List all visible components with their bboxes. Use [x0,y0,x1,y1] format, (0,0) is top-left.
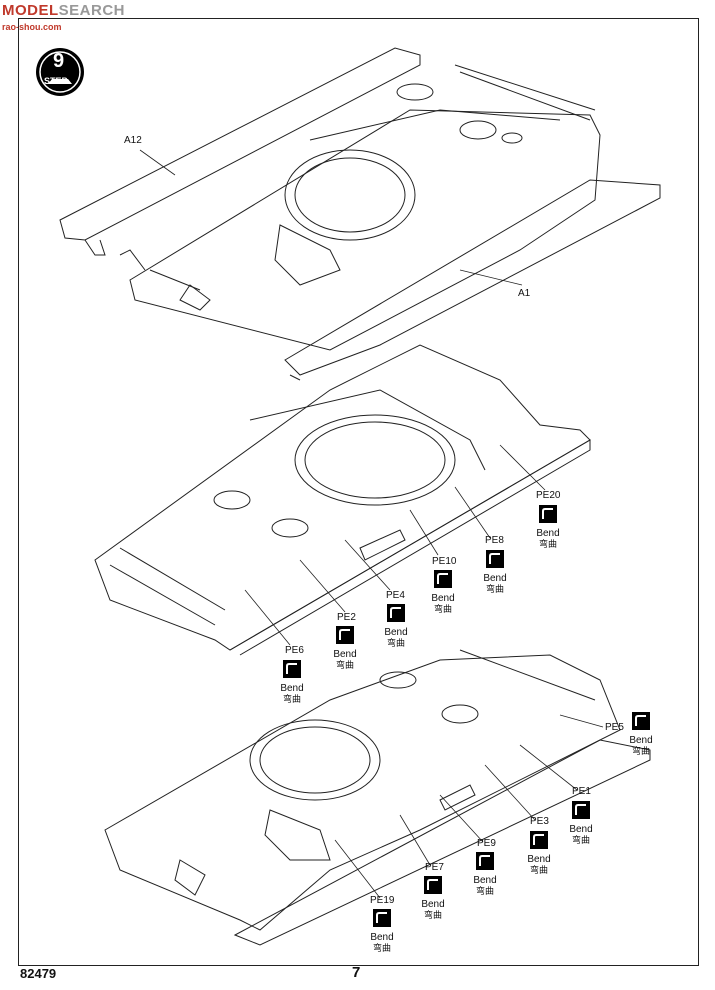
watermark-brand-b: SEARCH [58,2,126,19]
bend-callout: Bend 弯曲 [325,626,365,670]
bend-callout: Bend 弯曲 [475,550,515,594]
bend-callout: Bend 弯曲 [528,505,568,549]
bend-text-zh: 弯曲 [433,604,452,614]
page-number: 7 [352,964,361,981]
bend-callout: Bend 弯曲 [621,712,661,756]
bend-icon [572,801,590,819]
bend-text: Bend [384,627,408,638]
bend-text: Bend [370,932,394,943]
bend-text-zh: 弯曲 [386,638,405,648]
bend-text: Bend [527,854,551,865]
step-label: STEP [44,76,68,86]
bend-callout: Bend 弯曲 [362,909,402,953]
bend-callout: Bend 弯曲 [272,660,312,704]
bend-text: Bend [629,735,653,746]
bend-callout: Bend 弯曲 [465,852,505,896]
bend-icon [476,852,494,870]
page-frame [18,18,699,966]
step-badge [36,48,84,96]
bend-text: Bend [431,593,455,604]
step-number: 9 [53,50,65,72]
bend-text-zh: 弯曲 [529,865,548,875]
pe-label-pe5: PE5 [605,722,624,733]
bend-text-zh: 弯曲 [571,835,590,845]
bend-text-zh: 弯曲 [475,886,494,896]
bend-icon [336,626,354,644]
pe-label-pe19: PE19 [370,895,395,906]
bend-text: Bend [333,649,357,660]
bend-callout: Bend 弯曲 [561,801,601,845]
watermark-brand-a: MODEL [2,2,59,19]
part-label-a12: A12 [124,135,142,146]
hull-bottom-assembly [104,649,651,946]
bend-text: Bend [280,683,304,694]
bend-text-zh: 弯曲 [485,584,504,594]
pe-label-pe8: PE8 [485,535,504,546]
hull-middle-assembly [94,344,591,656]
bend-icon [486,550,504,568]
bend-icon [530,831,548,849]
bend-text-zh: 弯曲 [538,539,557,549]
pe-label-pe1: PE1 [572,786,591,797]
bend-text-zh: 弯曲 [335,660,354,670]
watermark-subtext: rao-shou.com [2,22,62,32]
bend-text-zh: 弯曲 [282,694,301,704]
pe-label-pe3: PE3 [530,816,549,827]
pe-label-pe2: PE2 [337,612,356,623]
pe-label-pe4: PE4 [386,590,405,601]
bend-callout: Bend 弯曲 [376,604,416,648]
hull-top-assembly [59,47,661,381]
bend-icon [387,604,405,622]
bend-callout: Bend 弯曲 [423,570,463,614]
part-label-a1: A1 [518,288,531,299]
bend-text-zh: 弯曲 [372,943,391,953]
bend-text-zh: 弯曲 [423,910,442,920]
bend-icon [283,660,301,678]
bend-text: Bend [536,528,560,539]
watermark: MODELSEARCH [2,2,125,19]
pe-label-pe10: PE10 [432,556,457,567]
bend-icon [632,712,650,730]
pe-label-pe20: PE20 [536,490,561,501]
bend-text: Bend [483,573,507,584]
pe-label-pe6: PE6 [285,645,304,656]
product-code: 82479 [20,966,57,981]
bend-text: Bend [421,899,445,910]
bend-callout: Bend 弯曲 [519,831,559,875]
bend-icon [373,909,391,927]
bend-icon [539,505,557,523]
pe-label-pe9: PE9 [477,838,496,849]
bend-icon [434,570,452,588]
bend-text-zh: 弯曲 [631,746,650,756]
bend-callout: Bend 弯曲 [413,876,453,920]
pe-label-pe7: PE7 [425,862,444,873]
bend-text: Bend [569,824,593,835]
bend-icon [424,876,442,894]
bend-text: Bend [473,875,497,886]
